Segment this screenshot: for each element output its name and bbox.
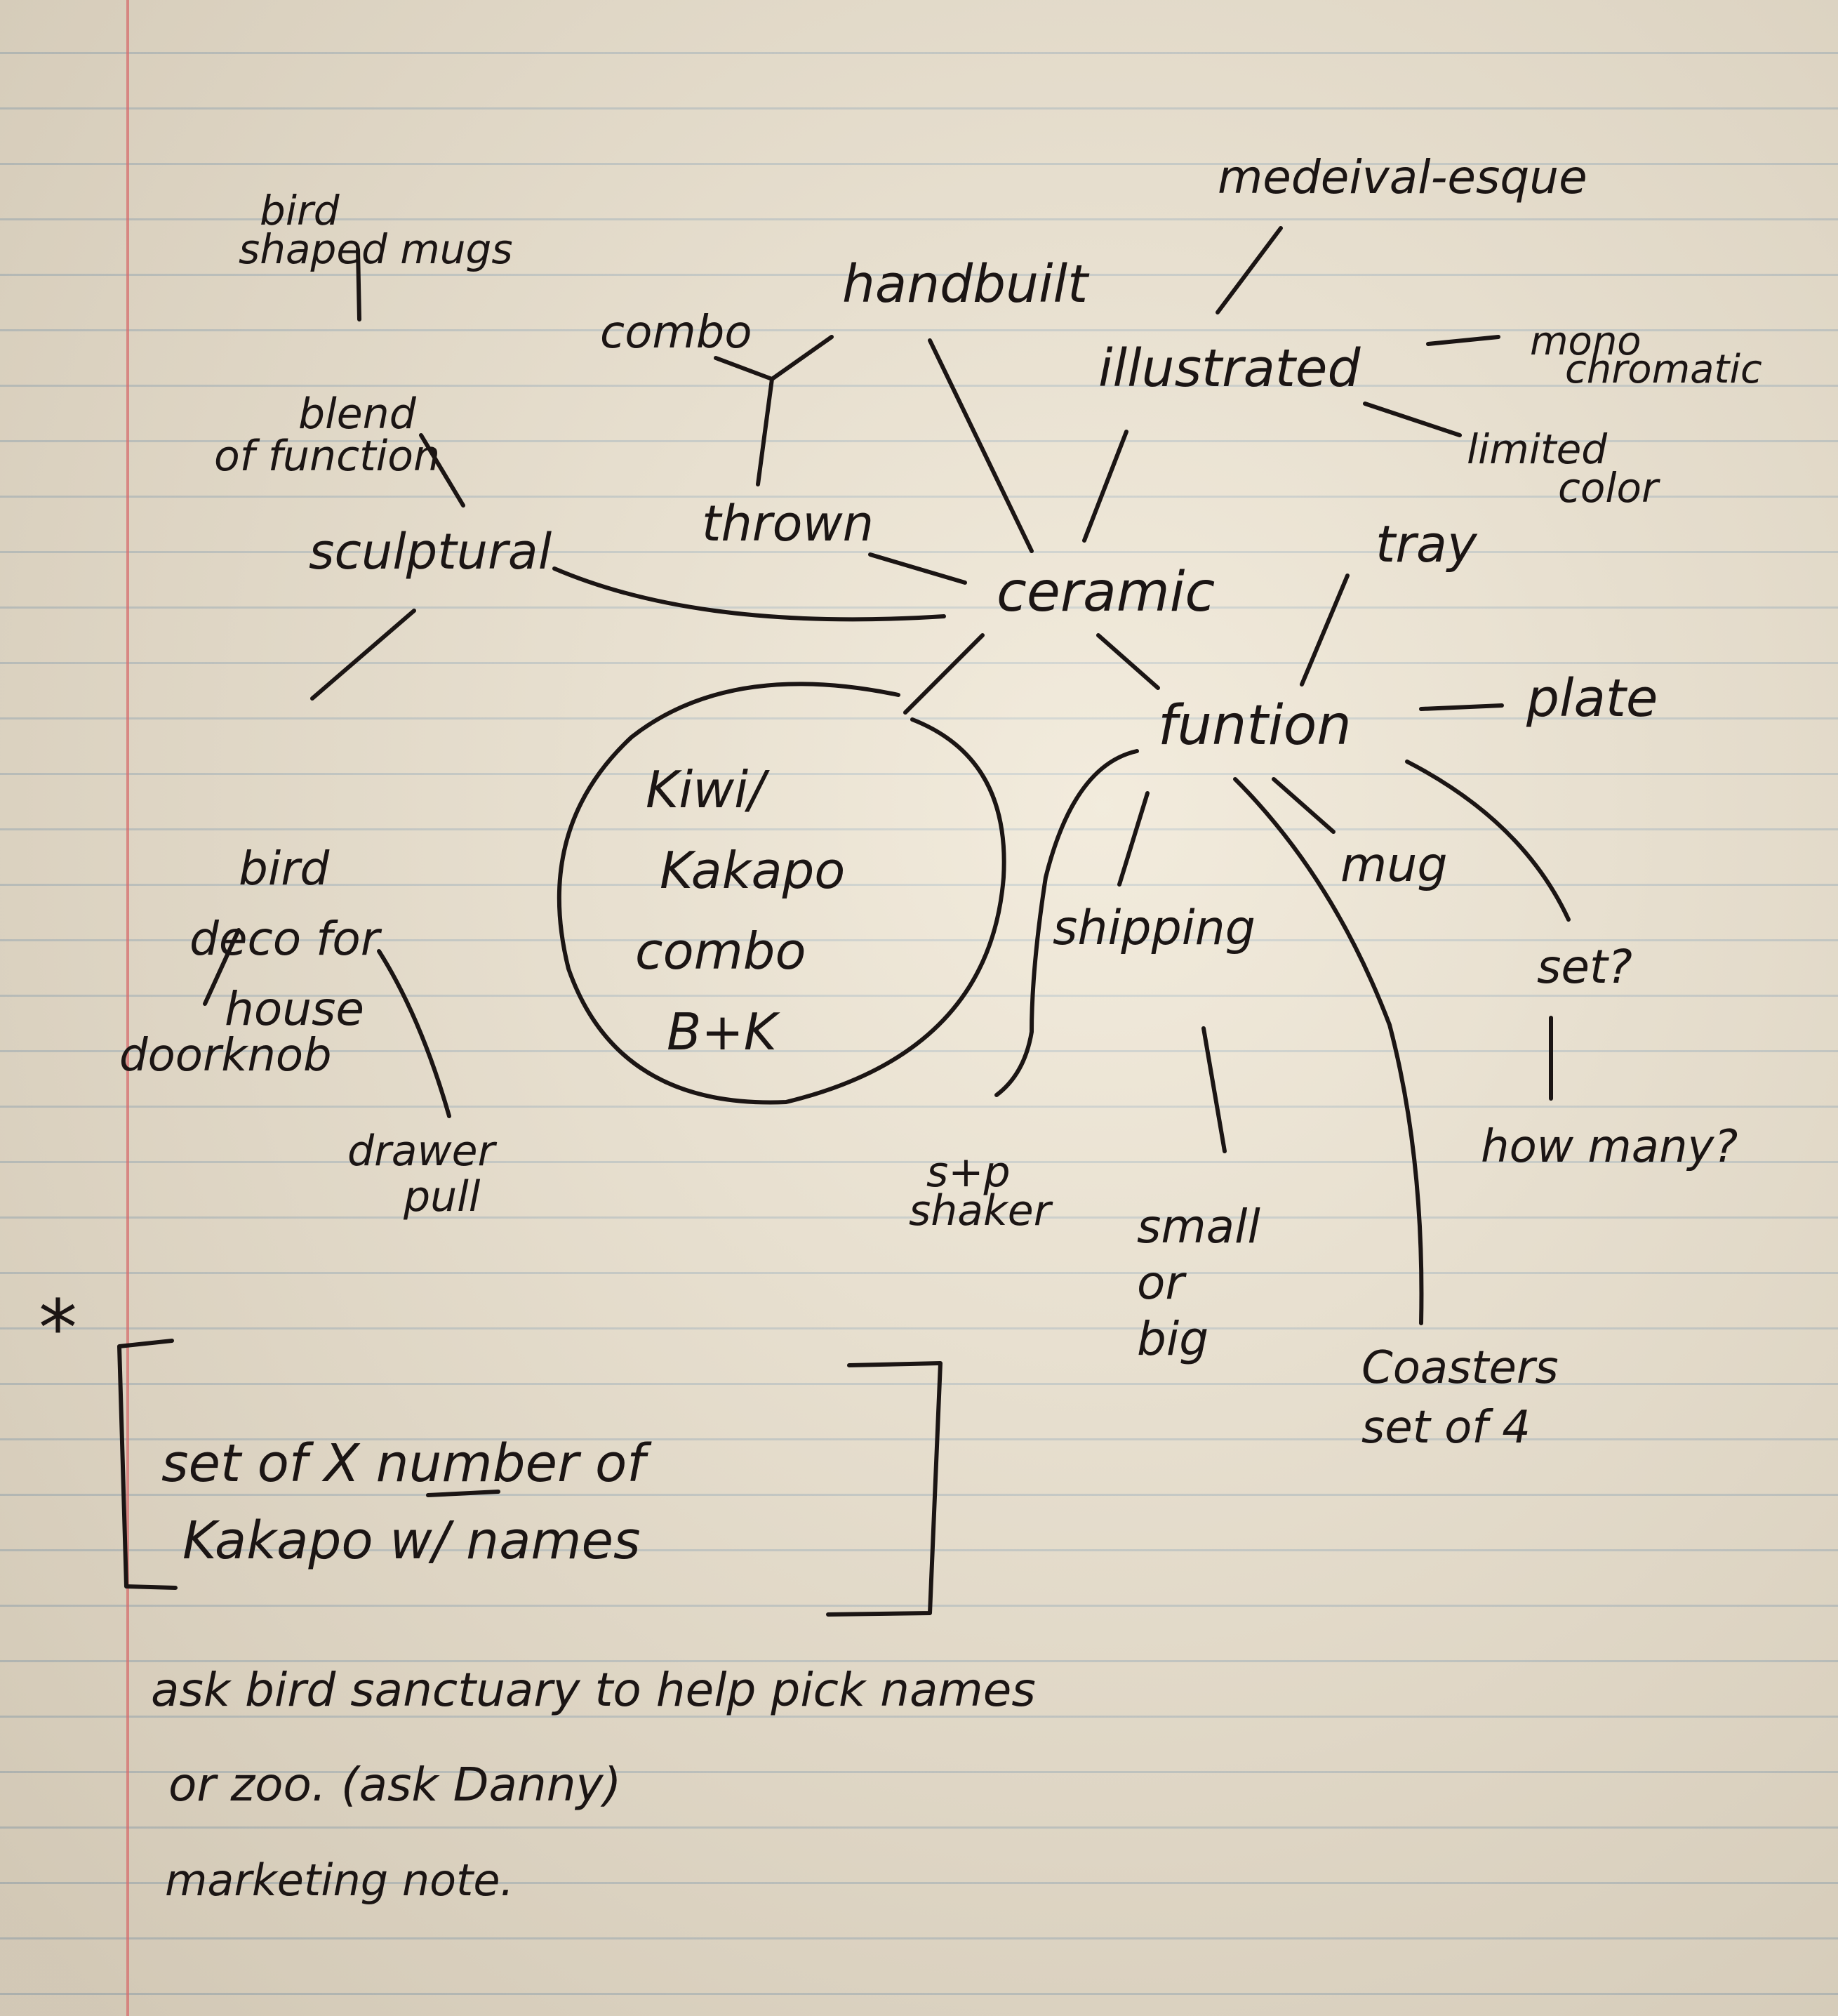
connector-tray-function xyxy=(1300,573,1350,687)
kiwi-circle xyxy=(557,682,1006,1105)
node-sculptural: sculptural xyxy=(309,523,552,581)
connector-sculptural-bird-deco xyxy=(310,609,416,701)
connector-shipping-size xyxy=(1201,1026,1227,1153)
connector-handbuilt-ceramic xyxy=(928,338,1034,553)
connector-blend-sculptural xyxy=(419,433,465,508)
node-ceramic: ceramic xyxy=(997,561,1215,624)
node-tray: tray xyxy=(1376,515,1478,573)
node-shipping: shipping xyxy=(1053,901,1256,956)
node-thrown: thrown xyxy=(702,495,874,552)
node-illustrated: illustrated xyxy=(1098,338,1361,399)
node-medieval-esque: medeival-esque xyxy=(1218,150,1587,204)
node-combo: combo xyxy=(600,307,752,359)
node-set: set? xyxy=(1537,940,1632,994)
connector-function-shipping xyxy=(1117,791,1150,887)
connector-function-shaker xyxy=(994,749,1139,1097)
connector-sculptural-ceramic xyxy=(552,566,946,622)
x-underline xyxy=(426,1490,500,1497)
connector-combo-fork xyxy=(714,335,834,486)
asterisk-mark: * xyxy=(39,1283,77,1373)
connector-function-mug xyxy=(1272,777,1336,834)
connector-medieval-illustrated xyxy=(1216,226,1283,314)
note-bracket-right xyxy=(826,1361,943,1617)
connectors xyxy=(117,226,1571,1617)
connector-illustrated-ceramic xyxy=(1082,430,1128,543)
marketing-note: marketing note. xyxy=(165,1855,514,1906)
margin-rule xyxy=(126,0,129,2016)
node-doorknob: doorknob xyxy=(119,1030,332,1082)
connector-function-coasters xyxy=(1233,777,1424,1325)
connector-ceramic-function xyxy=(1096,633,1160,690)
node-function: funtion xyxy=(1158,694,1352,757)
connector-illustrated-limited xyxy=(1363,402,1462,437)
connector-function-set xyxy=(1405,760,1571,922)
connector-illustrated-mono xyxy=(1426,335,1500,346)
connector-mugs-blend xyxy=(356,247,361,321)
node-handbuilt: handbuilt xyxy=(842,254,1090,314)
connector-function-plate xyxy=(1419,703,1504,711)
node-mug: mug xyxy=(1340,837,1448,893)
note-bracket-left xyxy=(117,1339,178,1590)
connector-thrown-ceramic xyxy=(868,552,967,585)
node-how-many: how many? xyxy=(1481,1121,1738,1173)
connector-bird-deco-doorknob xyxy=(203,928,241,1006)
connector-bird-deco-drawer xyxy=(377,949,451,1118)
connector-ceramic-kiwi xyxy=(903,633,985,715)
node-plate: plate xyxy=(1526,668,1658,729)
